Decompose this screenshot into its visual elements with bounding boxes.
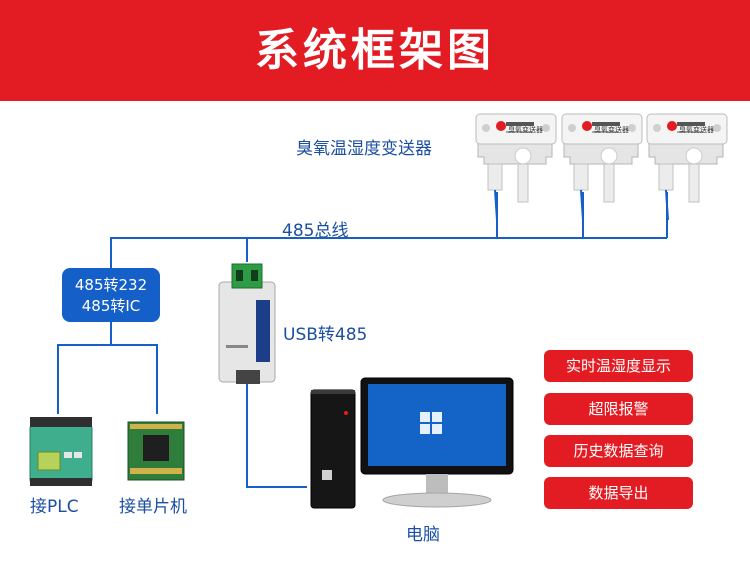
feature-data-export: 数据导出 (544, 477, 693, 509)
connection-lines (57, 192, 668, 488)
converter-to-devices-line (57, 322, 112, 414)
feature-realtime-display: 实时温湿度显示 (544, 350, 693, 382)
sensor-3-label: 臭氧变送器 (679, 126, 714, 134)
usb-to-pc-line (246, 384, 307, 488)
bus-line (110, 237, 667, 268)
page-title: 系统框架图 (255, 25, 495, 76)
bus-label: 485总线 (282, 221, 349, 241)
mcu-board-device (127, 421, 185, 481)
monitor (360, 377, 514, 508)
sensor-3 (646, 113, 728, 221)
sensor-1 (475, 113, 557, 221)
feature-history-query: 历史数据查询 (544, 435, 693, 467)
header-banner: 系统框架图 (0, 0, 750, 101)
plc-device (29, 417, 93, 486)
converter-to-mcu-line (111, 344, 158, 414)
sensor-group-label: 臭氧温湿度变送器 (296, 139, 432, 159)
mcu-label: 接单片机 (119, 497, 187, 517)
sensor-2-label: 臭氧变送器 (594, 126, 629, 134)
sensor-2 (561, 113, 643, 221)
pc-tower (310, 389, 356, 509)
sensor-1-label: 臭氧变送器 (508, 126, 543, 134)
usb-converter-label: USB转485 (283, 325, 368, 345)
converter-box: 485转232 485转IC (62, 268, 160, 322)
converter-line-2: 485转IC (81, 297, 141, 315)
usb-converter-device (218, 263, 276, 384)
converter-line-1: 485转232 (74, 276, 148, 294)
feature-overlimit-alarm: 超限报警 (544, 393, 693, 425)
plc-label: 接PLC (30, 497, 79, 517)
computer-label: 电脑 (406, 525, 440, 545)
